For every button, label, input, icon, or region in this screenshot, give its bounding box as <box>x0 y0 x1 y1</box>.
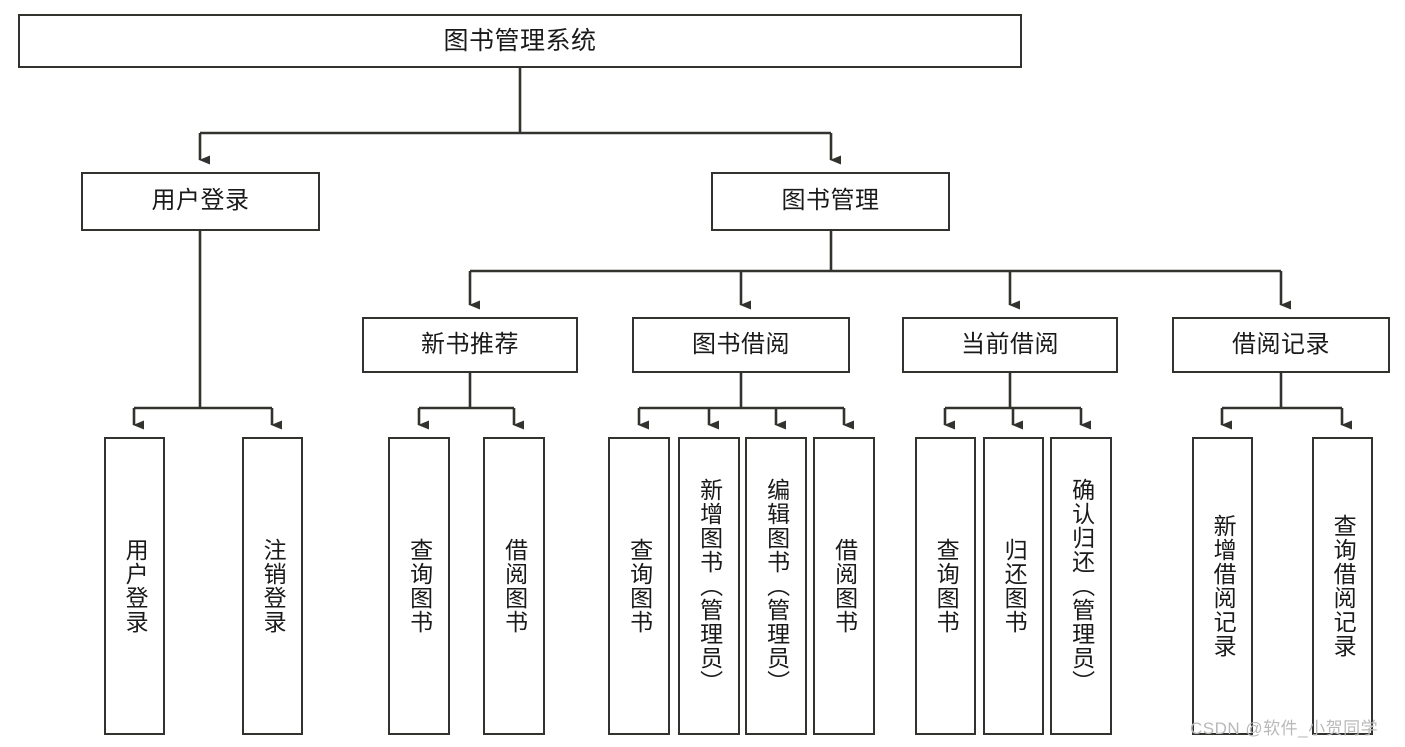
node-leaf-borrow-book-1[interactable]: 借阅图书 <box>483 437 545 735</box>
node-borrow-record[interactable]: 借阅记录 <box>1172 317 1390 373</box>
node-label: 当前借阅 <box>961 330 1059 358</box>
node-label: 用户登录 <box>122 538 149 634</box>
node-leaf-user-login[interactable]: 用户登录 <box>104 437 165 735</box>
node-leaf-add-book[interactable]: 新增图书（管理员） <box>678 437 740 735</box>
node-label: 图书管理 <box>781 187 880 215</box>
node-leaf-borrow-book-2[interactable]: 借阅图书 <box>813 437 875 735</box>
node-book-manage[interactable]: 图书管理 <box>711 172 950 231</box>
node-label: 查询图书 <box>406 538 433 634</box>
node-leaf-confirm-return[interactable]: 确认归还（管理员） <box>1050 437 1112 735</box>
node-label: 借阅图书 <box>501 538 528 634</box>
node-label: 新增图书（管理员） <box>696 478 723 694</box>
node-label: 查询图书 <box>626 538 653 634</box>
node-current-borrow[interactable]: 当前借阅 <box>902 317 1118 373</box>
node-label: 用户登录 <box>151 187 250 215</box>
node-root-system[interactable]: 图书管理系统 <box>18 14 1022 68</box>
node-label: 查询借阅记录 <box>1330 514 1357 658</box>
node-user-login[interactable]: 用户登录 <box>81 172 320 231</box>
node-label: 新增借阅记录 <box>1210 514 1237 658</box>
node-label: 图书管理系统 <box>443 27 597 55</box>
node-label: 图书借阅 <box>692 330 790 358</box>
node-leaf-query-book-2[interactable]: 查询图书 <box>608 437 670 735</box>
node-leaf-return-book[interactable]: 归还图书 <box>983 437 1044 735</box>
node-leaf-add-record[interactable]: 新增借阅记录 <box>1192 437 1253 735</box>
node-leaf-query-book-3[interactable]: 查询图书 <box>915 437 976 735</box>
node-new-book-recommend[interactable]: 新书推荐 <box>362 317 578 373</box>
node-label: 借阅图书 <box>831 538 858 634</box>
node-label: 查询图书 <box>933 538 960 634</box>
node-leaf-query-book-1[interactable]: 查询图书 <box>388 437 450 735</box>
node-leaf-edit-book[interactable]: 编辑图书（管理员） <box>745 437 807 735</box>
node-leaf-query-record[interactable]: 查询借阅记录 <box>1312 437 1373 735</box>
node-label: 新书推荐 <box>421 330 519 358</box>
csdn-watermark: CSDN @软件_小贺同学 <box>1190 719 1379 738</box>
node-label: 编辑图书（管理员） <box>763 478 790 694</box>
node-label: 归还图书 <box>1001 538 1028 634</box>
node-label: 借阅记录 <box>1232 330 1330 358</box>
node-label: 确认归还（管理员） <box>1068 478 1095 694</box>
node-book-borrow[interactable]: 图书借阅 <box>632 317 850 373</box>
node-leaf-user-logout[interactable]: 注销登录 <box>242 437 303 735</box>
node-label: 注销登录 <box>260 538 287 634</box>
